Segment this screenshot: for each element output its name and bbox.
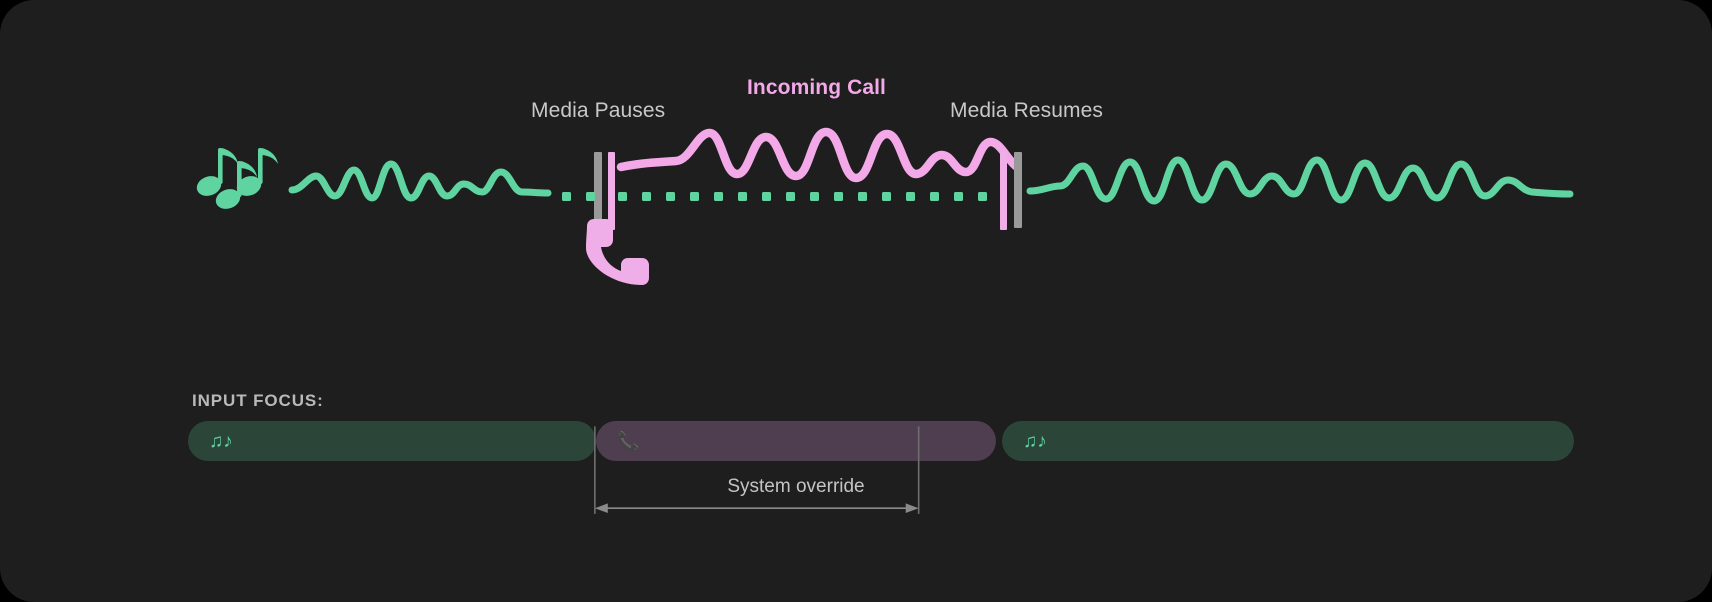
focus-band-media-before[interactable]: ♫♪ bbox=[188, 421, 596, 461]
focus-band-media-after[interactable]: ♫♪ bbox=[1002, 421, 1574, 461]
music-notes-icon bbox=[196, 148, 278, 209]
resume-marker-bar-2 bbox=[1014, 152, 1022, 228]
focus-band-call[interactable]: 📞 bbox=[596, 421, 996, 461]
audio-timeline: Media Pauses Incoming Call Media Resumes bbox=[196, 76, 1574, 285]
music-notes-icon: ♫♪ bbox=[1023, 430, 1047, 452]
input-focus-heading: INPUT FOCUS: bbox=[192, 391, 324, 410]
resume-marker-bar-1 bbox=[1000, 152, 1007, 230]
label-media-pauses: Media Pauses bbox=[531, 99, 666, 122]
input-focus-section: INPUT FOCUS: ♫♪ 📞 ♫♪ System override bbox=[0, 330, 1712, 602]
media-waveform-before bbox=[288, 160, 552, 202]
pause-marker-bar-2 bbox=[608, 152, 615, 230]
override-span-measure bbox=[594, 426, 920, 514]
label-incoming-call: Incoming Call bbox=[747, 76, 886, 99]
paused-media-dotted-line bbox=[562, 192, 987, 201]
pause-marker-bar-1 bbox=[594, 152, 602, 228]
system-override-caption: System override bbox=[727, 476, 865, 497]
arrow-head-left bbox=[594, 503, 608, 514]
arrow-head-right bbox=[905, 503, 919, 514]
call-waveform bbox=[616, 127, 1022, 183]
label-media-resumes: Media Resumes bbox=[950, 99, 1104, 122]
media-waveform-after bbox=[1026, 156, 1574, 205]
phone-icon: 📞 bbox=[617, 431, 640, 451]
phone-icon bbox=[586, 219, 649, 285]
music-notes-icon: ♫♪ bbox=[209, 430, 233, 452]
